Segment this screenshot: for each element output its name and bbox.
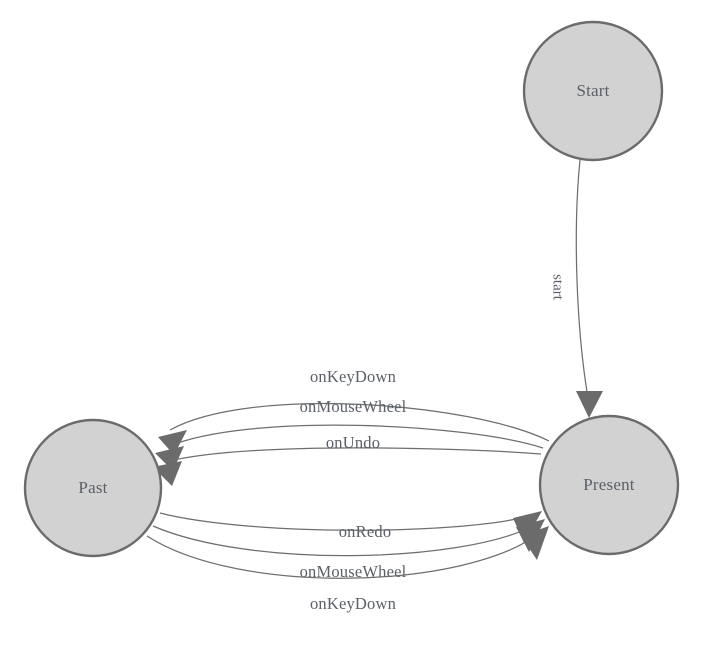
state-node-past[interactable]: Past (23, 418, 163, 558)
edge-label-onmousewheel-top: onMouseWheel (300, 397, 407, 416)
node-label-start: Start (576, 81, 609, 100)
edge-present-to-past-undo[interactable]: onUndo (153, 433, 542, 486)
edge-label-onredo: onRedo (339, 522, 392, 541)
state-node-start[interactable]: Start (522, 20, 664, 162)
edge-label-onundo: onUndo (326, 433, 380, 452)
state-node-present[interactable]: Present (538, 414, 680, 556)
arrowhead-icon (155, 446, 184, 471)
edge-path (166, 424, 544, 449)
edge-label-onkeydown-bottom: onKeyDown (310, 594, 396, 613)
edge-present-to-past-mousewheel[interactable]: onMouseWheel (155, 397, 544, 471)
edge-path (146, 533, 539, 579)
arrowhead-icon (576, 391, 603, 418)
edge-present-to-past-keydown[interactable]: onKeyDown (158, 367, 550, 455)
edge-label-onmousewheel-bottom: onMouseWheel (300, 562, 407, 581)
node-shape[interactable] (522, 20, 664, 162)
edge-past-to-present-redo[interactable]: onRedo (159, 511, 542, 543)
edge-label-onkeydown-top: onKeyDown (310, 367, 396, 386)
arrowhead-icon (153, 461, 182, 486)
edge-label-start: start (550, 274, 566, 301)
edge-path (169, 403, 550, 442)
edge-path (152, 525, 534, 557)
node-shape[interactable] (538, 414, 680, 556)
edge-past-to-present-keydown[interactable]: onKeyDown (146, 526, 549, 613)
edge-start-to-present[interactable]: start (550, 159, 603, 418)
edges-layer: start onKeyDown onMouseWheel onUndo (146, 159, 603, 613)
nodes-layer: Start Past Present (23, 20, 680, 558)
node-shape[interactable] (23, 418, 163, 558)
arrowhead-icon (158, 430, 187, 455)
node-label-past: Past (78, 478, 107, 497)
edge-path (164, 447, 542, 463)
node-label-present: Present (583, 475, 635, 494)
edge-path (159, 512, 530, 531)
arrowhead-icon (521, 526, 549, 560)
edge-path (575, 159, 590, 405)
